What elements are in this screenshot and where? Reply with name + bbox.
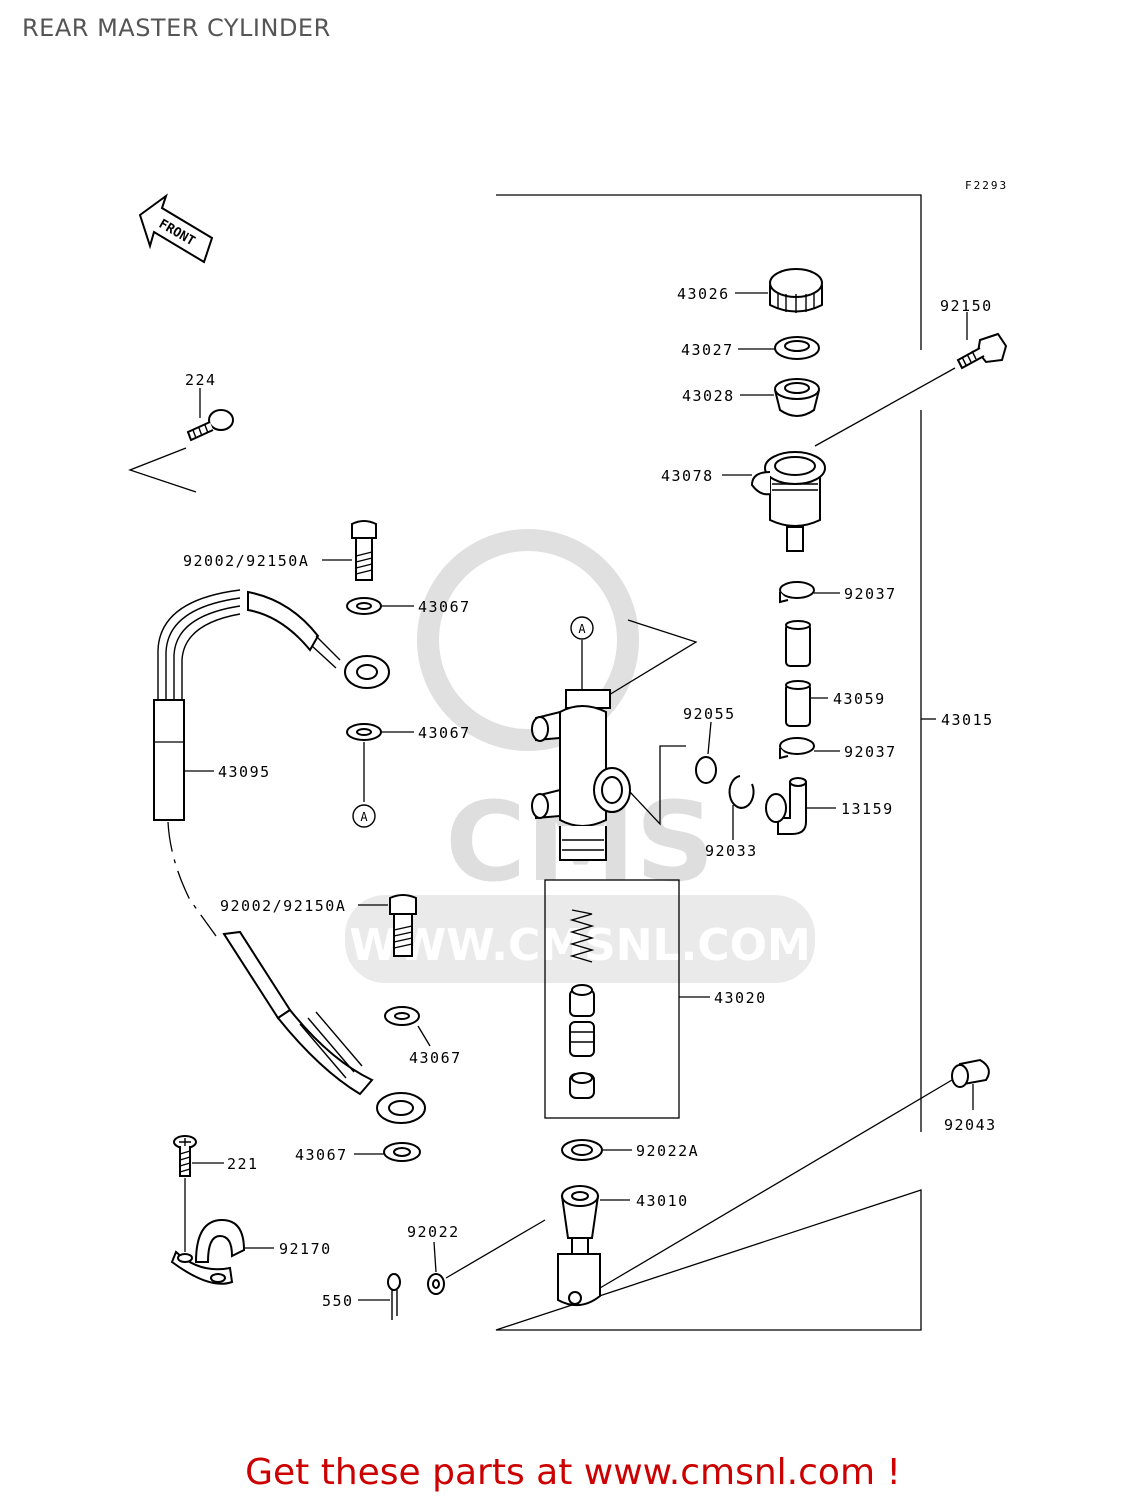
hose-clamp-92170 — [170, 1218, 246, 1285]
label-92002-92150a-upper: 92002/92150A — [183, 552, 309, 570]
ref-a-lower: A — [360, 810, 368, 824]
washer-4 — [383, 1142, 421, 1162]
assembly-frame — [495, 194, 922, 1331]
label-92033: 92033 — [705, 842, 758, 860]
screw-224 — [186, 409, 234, 442]
screw-221 — [173, 1135, 197, 1177]
label-92002-92150a-lower: 92002/92150A — [220, 897, 346, 915]
cotter-pin-550 — [387, 1273, 401, 1320]
label-43067-1: 43067 — [418, 598, 471, 616]
label-43015: 43015 — [941, 711, 994, 729]
washer-2 — [346, 723, 382, 741]
label-43027: 43027 — [681, 341, 734, 359]
label-43059: 43059 — [833, 690, 886, 708]
circlip-92033 — [728, 775, 755, 809]
diaphragm — [774, 378, 820, 417]
label-43067-3: 43067 — [409, 1049, 462, 1067]
figure-code: F2293 — [965, 179, 1008, 192]
hose-fitting-13159 — [765, 777, 807, 835]
banjo-bolt-lower — [389, 894, 417, 957]
washer-1 — [346, 597, 382, 615]
bolt-92150 — [956, 332, 1008, 370]
label-43010: 43010 — [636, 1192, 689, 1210]
label-43020: 43020 — [714, 989, 767, 1007]
label-92055: 92055 — [683, 705, 736, 723]
label-92150: 92150 — [940, 297, 993, 315]
label-43095: 43095 — [218, 763, 271, 781]
banjo-bolt-upper — [351, 520, 377, 581]
footer-link[interactable]: Get these parts at www.cmsnl.com ! — [245, 1452, 901, 1493]
label-92043: 92043 — [944, 1116, 997, 1134]
reservoir-cap — [769, 268, 823, 313]
watermark: CMS WWW.CMSNL.COM — [345, 529, 815, 983]
clamp-92037-upper — [779, 581, 815, 604]
clamp-92037-lower — [779, 737, 815, 760]
label-13159: 13159 — [841, 800, 894, 818]
page-title: REAR MASTER CYLINDER — [22, 14, 331, 42]
label-92037-upper: 92037 — [844, 585, 897, 603]
label-43028: 43028 — [682, 387, 735, 405]
washer-92022 — [427, 1273, 445, 1295]
label-92037-lower: 92037 — [844, 743, 897, 761]
pipe-43059 — [785, 680, 811, 727]
master-cylinder-body: A — [531, 616, 698, 861]
brake-hose — [153, 589, 426, 1124]
label-224: 224 — [185, 371, 217, 389]
piston-kit-box — [544, 879, 680, 1119]
label-92022a: 92022A — [636, 1142, 699, 1160]
watermark-url: WWW.CMSNL.COM — [349, 920, 811, 971]
circlip-92022a — [561, 1139, 603, 1161]
diaphragm-plate — [774, 336, 820, 360]
reservoir — [750, 451, 826, 552]
push-rod-43010 — [557, 1185, 601, 1307]
label-43067-2: 43067 — [418, 724, 471, 742]
label-221: 221 — [227, 1155, 259, 1173]
o-ring-92055 — [695, 756, 717, 784]
front-arrow-icon: FRONT — [138, 193, 214, 264]
label-92022: 92022 — [407, 1223, 460, 1241]
label-43078: 43078 — [661, 467, 714, 485]
ref-a-upper: A — [578, 622, 586, 636]
piston-kit — [569, 909, 595, 1099]
label-43067-4: 43067 — [295, 1146, 348, 1164]
label-92170: 92170 — [279, 1240, 332, 1258]
pin-92043 — [951, 1058, 990, 1088]
label-43026: 43026 — [677, 285, 730, 303]
label-550: 550 — [322, 1292, 354, 1310]
pipe-upper — [785, 620, 811, 667]
washer-3 — [384, 1006, 420, 1026]
